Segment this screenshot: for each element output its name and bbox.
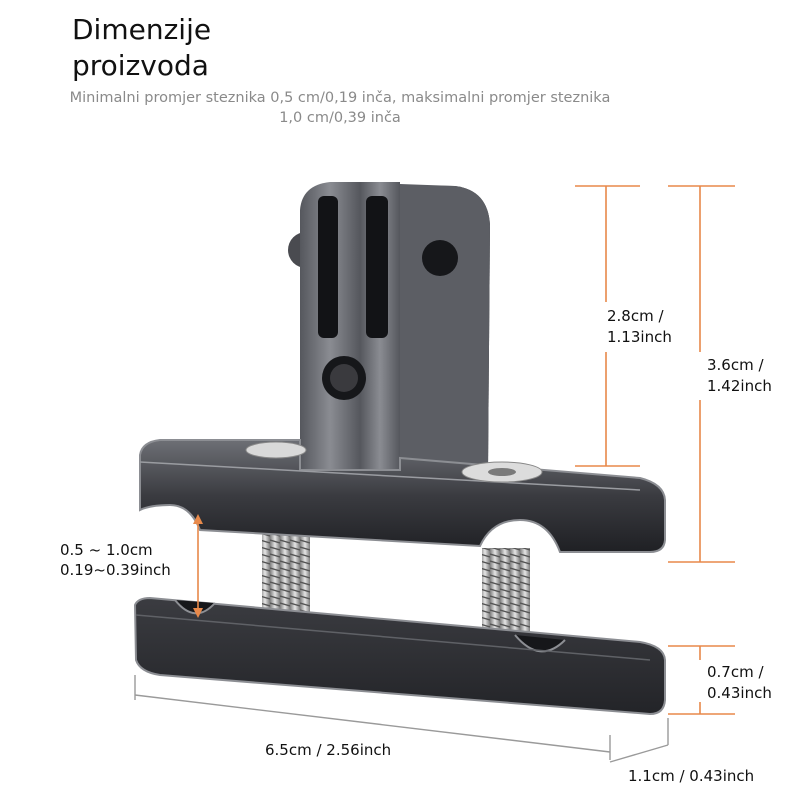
total-height-dimension (668, 185, 735, 563)
total-height-label: 3.6cm / 1.42inch (707, 356, 772, 395)
clamp-range-cm-label: 0.5 ~ 1.0cm (60, 541, 153, 559)
page-title: Dimenzije proizvoda (72, 13, 212, 82)
left-screw (262, 525, 310, 620)
page-subtitle: Minimalni promjer steznika 0,5 cm/0,19 i… (69, 90, 611, 126)
width-label: 1.1cm / 0.43inch (628, 767, 755, 785)
length-dimension (134, 675, 611, 760)
length-label: 6.5cm / 2.56inch (265, 741, 392, 759)
mount-height-dimension (575, 185, 640, 467)
right-screw (482, 548, 530, 643)
clamp-gap-dimension (193, 514, 203, 618)
top-clamp-bar (139, 439, 666, 553)
mount-height-label: 2.8cm / 1.13inch (607, 307, 672, 346)
bar-height-label: 0.7cm / 0.43inch (707, 663, 772, 702)
width-dimension (609, 718, 669, 763)
mount-head (288, 182, 490, 472)
bottom-clamp-bar (133, 596, 666, 716)
bar-height-dimension (668, 645, 735, 715)
clamp-range-in-label: 0.19~0.39inch (60, 561, 171, 579)
